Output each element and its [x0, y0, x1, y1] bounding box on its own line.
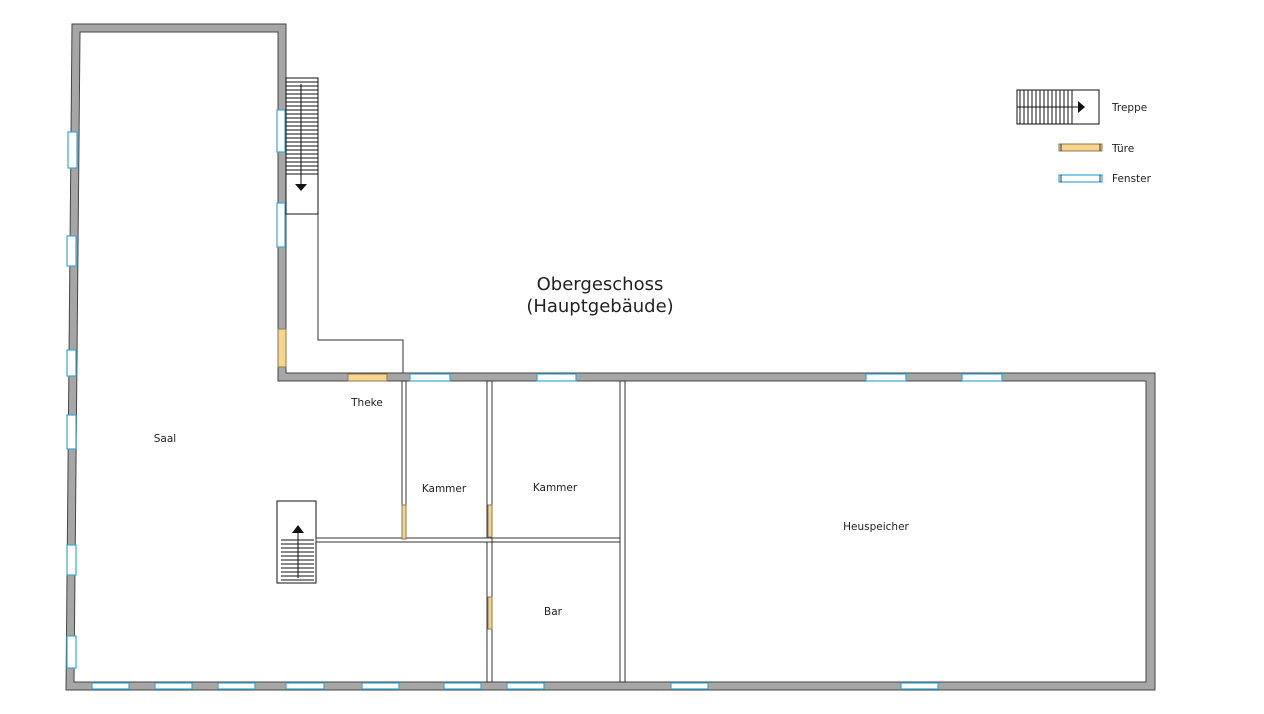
- window: [154, 682, 193, 690]
- window: [66, 414, 77, 450]
- window: [276, 202, 286, 248]
- room-label-kammer-right: Kammer: [533, 482, 578, 494]
- window: [66, 544, 77, 576]
- upper-staircase: [285, 77, 319, 215]
- room-label-bar: Bar: [544, 606, 563, 618]
- interior-walls: [315, 380, 626, 683]
- window: [409, 373, 451, 382]
- window: [66, 235, 77, 267]
- window: [66, 349, 77, 377]
- legend-label-window: Fenster: [1112, 173, 1152, 185]
- window: [443, 682, 482, 690]
- window: [67, 131, 78, 169]
- window: [900, 682, 939, 690]
- door: [487, 596, 493, 630]
- lower-staircase: [276, 500, 317, 584]
- room-label-heuspeicher: Heuspeicher: [843, 521, 909, 533]
- window: [865, 373, 907, 382]
- room-label-saal: Saal: [154, 433, 176, 445]
- window: [361, 682, 400, 690]
- door-icon: [1058, 143, 1103, 152]
- window: [670, 682, 709, 690]
- window: [217, 682, 256, 690]
- window: [91, 682, 130, 690]
- window: [66, 635, 77, 669]
- door: [401, 504, 407, 540]
- corridor-outline: [317, 78, 404, 373]
- door: [277, 328, 287, 368]
- plan-title-line2: (Hauptgebäude): [526, 296, 673, 317]
- room-label-theke: Theke: [350, 397, 383, 409]
- legend-label-stairs: Treppe: [1111, 102, 1147, 114]
- room-label-kammer-left: Kammer: [422, 483, 467, 495]
- window: [506, 682, 545, 690]
- window: [276, 109, 286, 153]
- window: [536, 373, 577, 382]
- window: [285, 682, 325, 690]
- outer-wall: [65, 23, 1156, 691]
- door: [347, 373, 388, 382]
- door: [487, 504, 493, 538]
- stairs-icon: [1016, 89, 1100, 125]
- plan-title-line1: Obergeschoss: [537, 274, 664, 295]
- legend: Treppe Türe Fenster: [1016, 89, 1152, 185]
- window-icon: [1058, 174, 1103, 183]
- window: [961, 373, 1003, 382]
- legend-label-door: Türe: [1111, 143, 1134, 155]
